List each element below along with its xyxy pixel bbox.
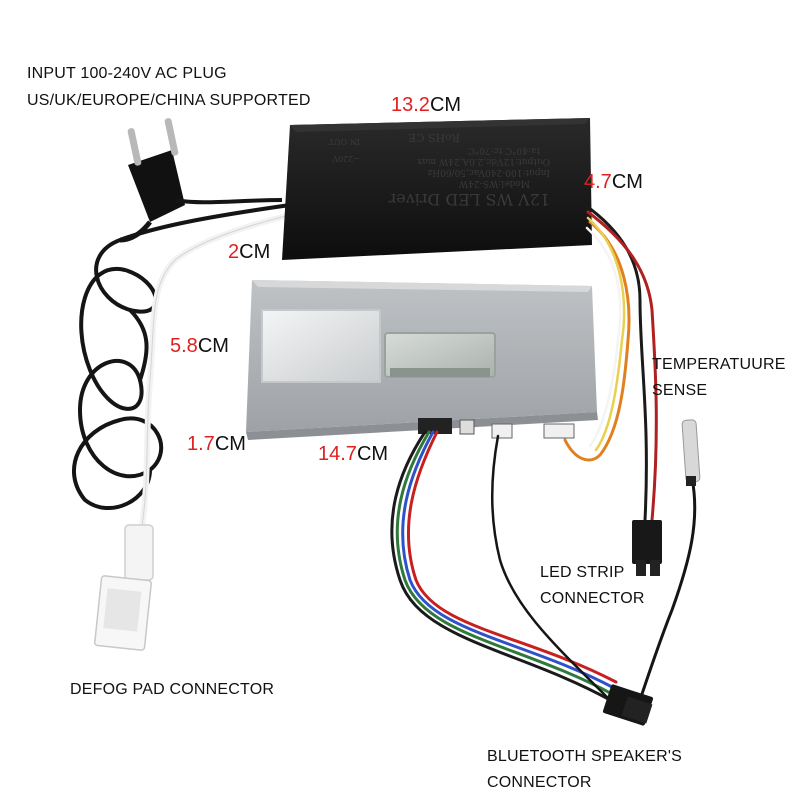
driver-label-io: IN OUT xyxy=(328,137,360,146)
temperature-label-line1: TEMPERATUURE xyxy=(652,356,786,373)
rgb-cable xyxy=(390,430,618,707)
dimension-width-driver: 4.7CM xyxy=(584,171,643,194)
led-strip-plug xyxy=(632,520,662,576)
dimension-value: 1.7 xyxy=(187,433,215,455)
dimension-unit: CM xyxy=(356,443,389,465)
led-strip-label-line1: LED STRIP xyxy=(540,564,625,581)
dimension-value: 4.7 xyxy=(584,171,612,193)
driver-label-model: Model:WS-24W xyxy=(458,178,530,188)
dimension-length-driver: 13.2CM xyxy=(391,94,461,117)
driver-label-title: 12V WS LED Driver xyxy=(388,190,550,209)
dimension-value: 14.7 xyxy=(318,443,357,465)
driver-label-output: Output:12Vdc,2.0A,24W max xyxy=(417,156,550,166)
control-box xyxy=(246,280,598,440)
driver-label-input: Input:100-240Vac,50/60Hz xyxy=(427,167,550,177)
input-label-line2: US/UK/EUROPE/CHINA SUPPORTED xyxy=(27,92,311,109)
touch-panel xyxy=(261,309,381,383)
dimension-length-control: 14.7CM xyxy=(318,443,388,466)
driver-label-temp: ta:40°C tc:70°C xyxy=(468,145,540,155)
dimension-height-driver: 2CM xyxy=(228,241,270,264)
bluetooth-label-line2: CONNECTOR xyxy=(487,774,592,791)
bluetooth-plug xyxy=(602,684,654,726)
dimension-value: 5.8 xyxy=(170,335,198,357)
defog-connector xyxy=(94,524,154,651)
driver-output-cables xyxy=(563,203,658,522)
dimension-value: 2 xyxy=(228,241,240,263)
led-strip-label-line2: CONNECTOR xyxy=(540,590,645,607)
dimension-width-control: 5.8CM xyxy=(170,335,229,358)
defog-label: DEFOG PAD CONNECTOR xyxy=(70,681,275,698)
dimension-value: 13.2 xyxy=(391,94,430,116)
dimension-unit: CM xyxy=(611,171,643,193)
driver-input-cable xyxy=(174,198,283,205)
input-label-line1: INPUT 100-240V AC PLUG xyxy=(27,65,227,82)
power-cord xyxy=(72,203,292,511)
dimension-unit: CM xyxy=(429,94,462,116)
dimension-unit: CM xyxy=(239,241,271,263)
driver-label-volt: ~220V xyxy=(332,154,360,163)
dimension-height-control: 1.7CM xyxy=(187,433,246,456)
eu-plug xyxy=(119,118,185,243)
led-driver-box: 12V WS LED Driver Model:WS-24W Input:100… xyxy=(282,118,592,260)
dimension-unit: CM xyxy=(197,335,229,357)
port-led xyxy=(543,423,575,439)
temperature-label-line2: SENSE xyxy=(652,382,708,399)
temperature-probe xyxy=(638,419,701,701)
port-bt xyxy=(491,423,513,439)
port-rgb xyxy=(418,418,452,434)
bluetooth-label-line1: BLUETOOTH SPEAKER'S xyxy=(487,748,683,765)
driver-label-cert: RoHS CE xyxy=(408,131,460,144)
dimension-unit: CM xyxy=(214,433,246,455)
white-cable xyxy=(137,212,293,543)
